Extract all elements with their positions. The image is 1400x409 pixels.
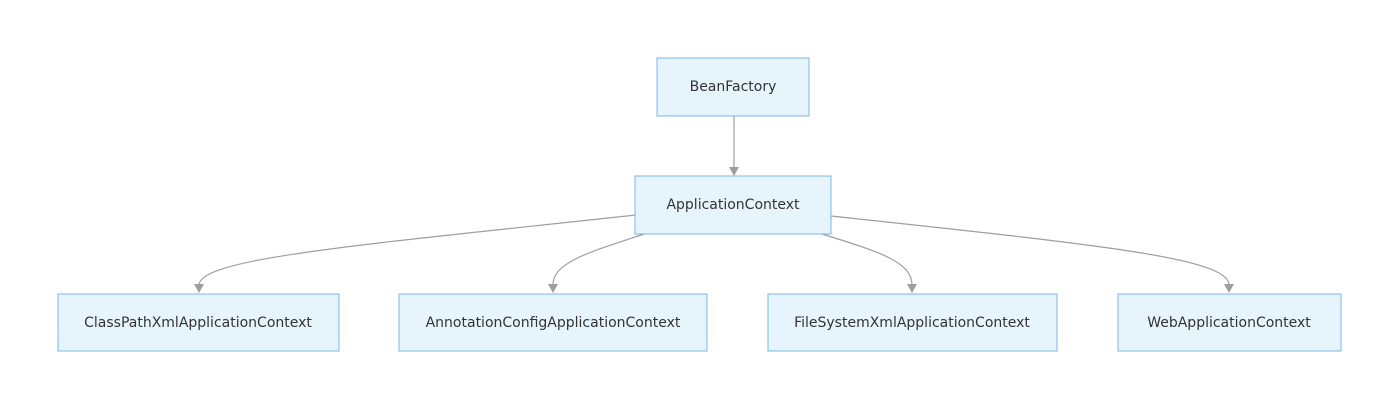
arrowhead-annotationconfig bbox=[548, 284, 558, 293]
node-applicationcontext-label: ApplicationContext bbox=[666, 197, 800, 213]
arrowhead-classpathxml bbox=[194, 284, 204, 293]
edge-applicationcontext-to-webapp bbox=[830, 215, 1230, 286]
node-beanfactory[interactable]: BeanFactory bbox=[656, 57, 810, 117]
arrowhead-filesystemxml bbox=[907, 284, 917, 293]
edge-applicationcontext-to-classpathxml bbox=[198, 214, 637, 286]
node-classpathxmlapplicationcontext[interactable]: ClassPathXmlApplicationContext bbox=[57, 293, 340, 352]
edge-applicationcontext-to-annotationconfig bbox=[552, 233, 645, 286]
arrowhead-applicationcontext bbox=[729, 167, 739, 176]
node-annotationconfigapplicationcontext[interactable]: AnnotationConfigApplicationContext bbox=[398, 293, 708, 352]
edges bbox=[194, 116, 1234, 293]
node-classpathxmlapplicationcontext-label: ClassPathXmlApplicationContext bbox=[84, 315, 312, 331]
node-filesystemxmlapplicationcontext[interactable]: FileSystemXmlApplicationContext bbox=[767, 293, 1058, 352]
node-webapplicationcontext[interactable]: WebApplicationContext bbox=[1117, 293, 1342, 352]
node-filesystemxmlapplicationcontext-label: FileSystemXmlApplicationContext bbox=[794, 315, 1030, 331]
node-webapplicationcontext-label: WebApplicationContext bbox=[1147, 315, 1311, 331]
node-annotationconfigapplicationcontext-label: AnnotationConfigApplicationContext bbox=[426, 315, 681, 331]
arrowhead-webapp bbox=[1224, 284, 1234, 293]
node-applicationcontext[interactable]: ApplicationContext bbox=[634, 175, 832, 235]
edge-applicationcontext-to-filesystemxml bbox=[821, 233, 913, 286]
node-beanfactory-label: BeanFactory bbox=[690, 79, 777, 95]
